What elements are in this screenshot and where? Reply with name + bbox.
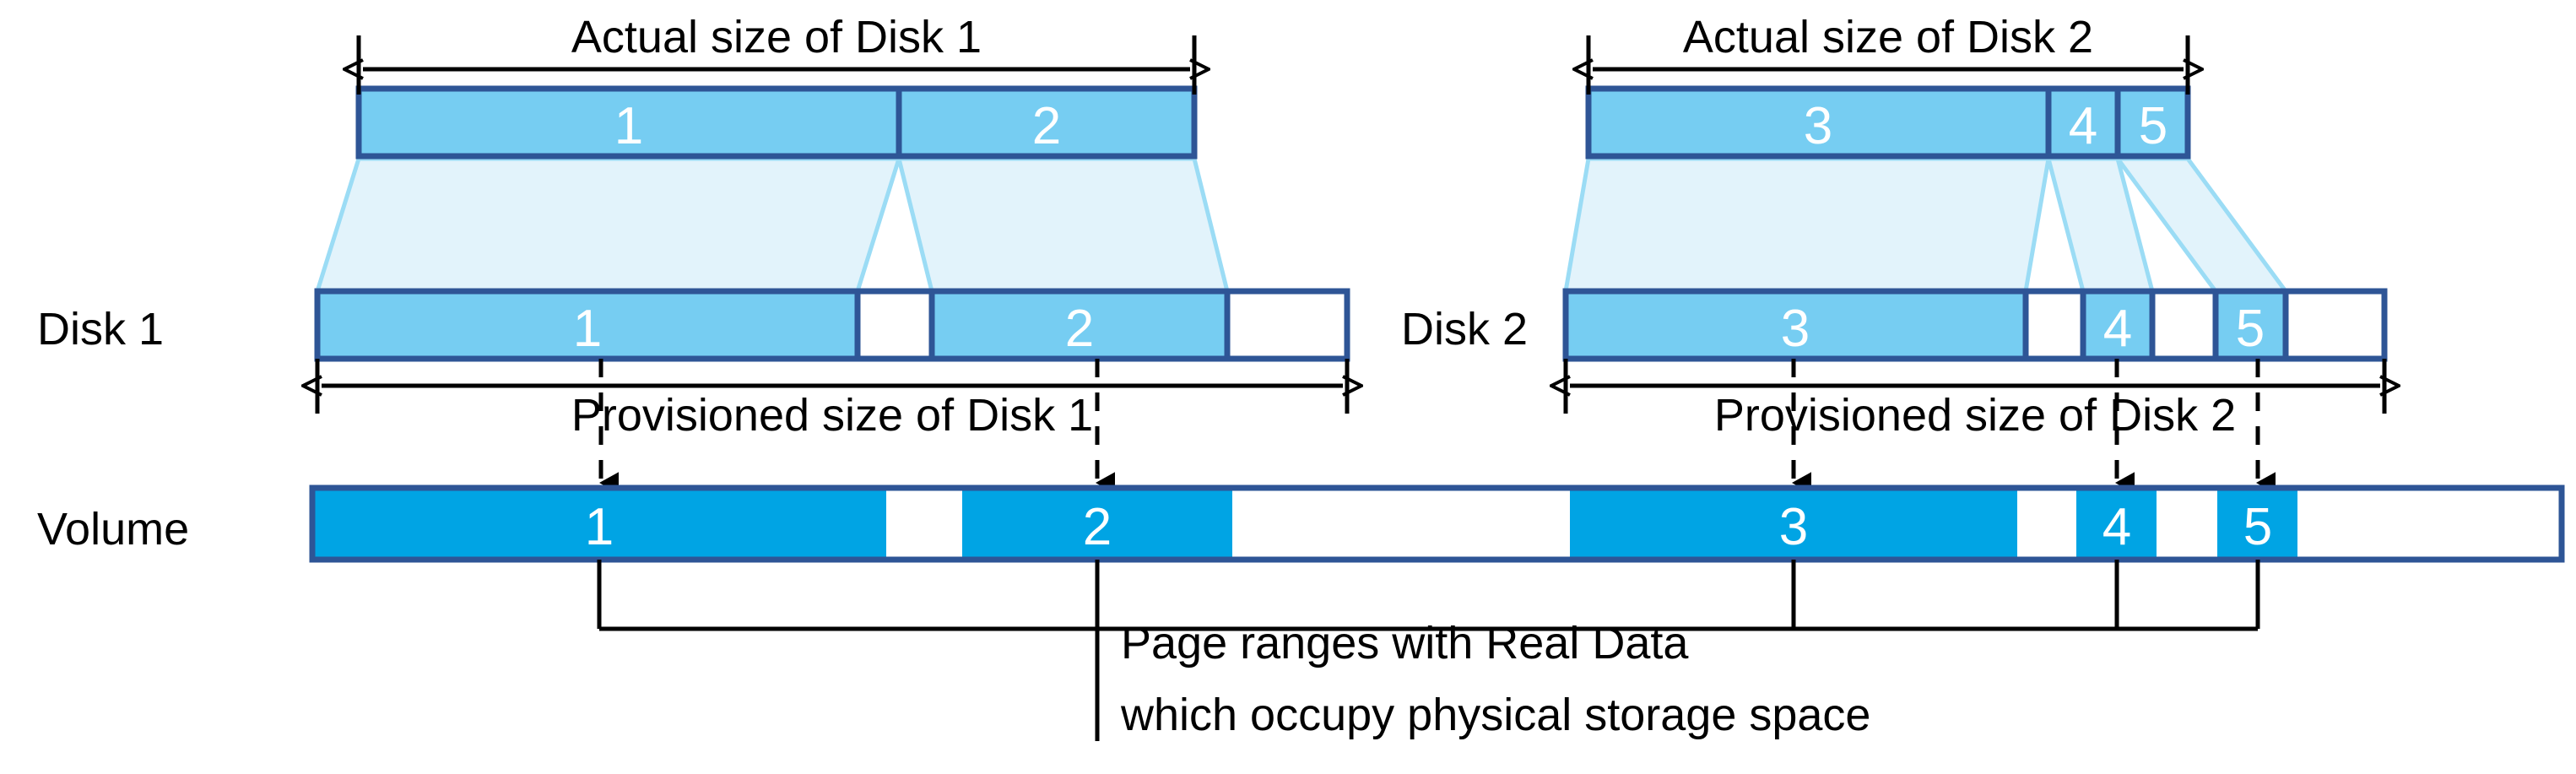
volume-row-label: Volume (37, 504, 189, 555)
volume-segment-1-label: 1 (585, 498, 614, 556)
drop-arrows (598, 359, 2258, 483)
provisioned-disk1-outline (314, 288, 1350, 362)
provisioned-disk2-segment-5-label: 5 (2236, 300, 2265, 358)
volume-segment-4-label: 4 (2102, 498, 2131, 556)
note-line-1: Page ranges with Real Data (1121, 618, 1689, 668)
funnel-disk1-seg1 (314, 156, 902, 294)
provisioned-disk1-segment-2 (928, 288, 1231, 362)
provisioned-size-disk2-label: Provisioned size of Disk 2 (1714, 390, 2236, 441)
disk2-funnels (1563, 156, 2290, 294)
volume-segment-1 (312, 488, 886, 560)
actual-size-disk2-label: Actual size of Disk 2 (1683, 12, 2093, 62)
disk1-funnels (314, 156, 1231, 294)
disk1-row-label: Disk 1 (37, 304, 164, 355)
real-data-note: Page ranges with Real Data which occupy … (1120, 618, 1870, 740)
disk1-actual-bar: 1 2 (355, 85, 1198, 160)
actual-size-disk1-dimension: Actual size of Disk 1 (359, 12, 1194, 95)
actual-size-disk1-label: Actual size of Disk 1 (571, 12, 982, 62)
actual-disk1-segment-1 (355, 85, 902, 160)
actual-disk1-segment-2-label: 2 (1032, 97, 1061, 155)
disk1-provisioned-bar: 1 2 (314, 288, 1350, 362)
volume-segment-2-label: 2 (1083, 498, 1112, 556)
note-line-2: which occupy physical storage space (1120, 690, 1870, 740)
funnel-disk2-seg3 (1563, 156, 2051, 294)
disk2-actual-bar: 3 4 5 (1585, 85, 2191, 160)
actual-disk2-segment-3-label: 3 (1804, 97, 1832, 155)
volume-outline (309, 484, 2565, 563)
provisioned-size-disk1-dimension: Provisioned size of Disk 1 (317, 359, 1347, 441)
volume-bar: 1 2 3 4 5 (309, 484, 2565, 563)
actual-disk2-segment-5-label: 5 (2139, 97, 2167, 155)
volume-segment-4 (2076, 488, 2157, 560)
provisioned-disk1-segment-1 (314, 288, 861, 362)
volume-segment-5-label: 5 (2243, 498, 2272, 556)
funnel-disk1-seg2 (896, 156, 1231, 294)
actual-disk2-segment-3 (1585, 85, 2052, 160)
provisioned-disk1-segment-1-label: 1 (573, 300, 602, 358)
disk2-row-label: Disk 2 (1401, 304, 1528, 355)
volume-segment-3-label: 3 (1779, 498, 1808, 556)
provisioned-disk2-segment-3-label: 3 (1781, 300, 1810, 358)
volume-segment-3 (1570, 488, 2017, 560)
provisioned-size-disk2-dimension: Provisioned size of Disk 2 (1566, 359, 2384, 441)
volume-segment-2 (962, 488, 1232, 560)
actual-disk1-segment-2 (896, 85, 1198, 160)
real-data-bracket (597, 560, 2260, 741)
provisioned-disk1-segment-2-label: 2 (1065, 300, 1094, 358)
provisioned-size-disk1-label: Provisioned size of Disk 1 (571, 390, 1093, 441)
actual-disk2-segment-4-label: 4 (2069, 97, 2097, 155)
actual-disk2-segment-5 (2114, 85, 2191, 160)
volume-segment-5 (2217, 488, 2297, 560)
disk2-provisioned-bar: 3 4 5 (1562, 288, 2388, 362)
actual-disk1-segment-1-label: 1 (614, 97, 643, 155)
provisioned-disk2-segment-4-label: 4 (2103, 300, 2132, 358)
actual-size-disk2-dimension: Actual size of Disk 2 (1588, 12, 2188, 95)
provisioned-disk2-outline (1562, 288, 2388, 362)
